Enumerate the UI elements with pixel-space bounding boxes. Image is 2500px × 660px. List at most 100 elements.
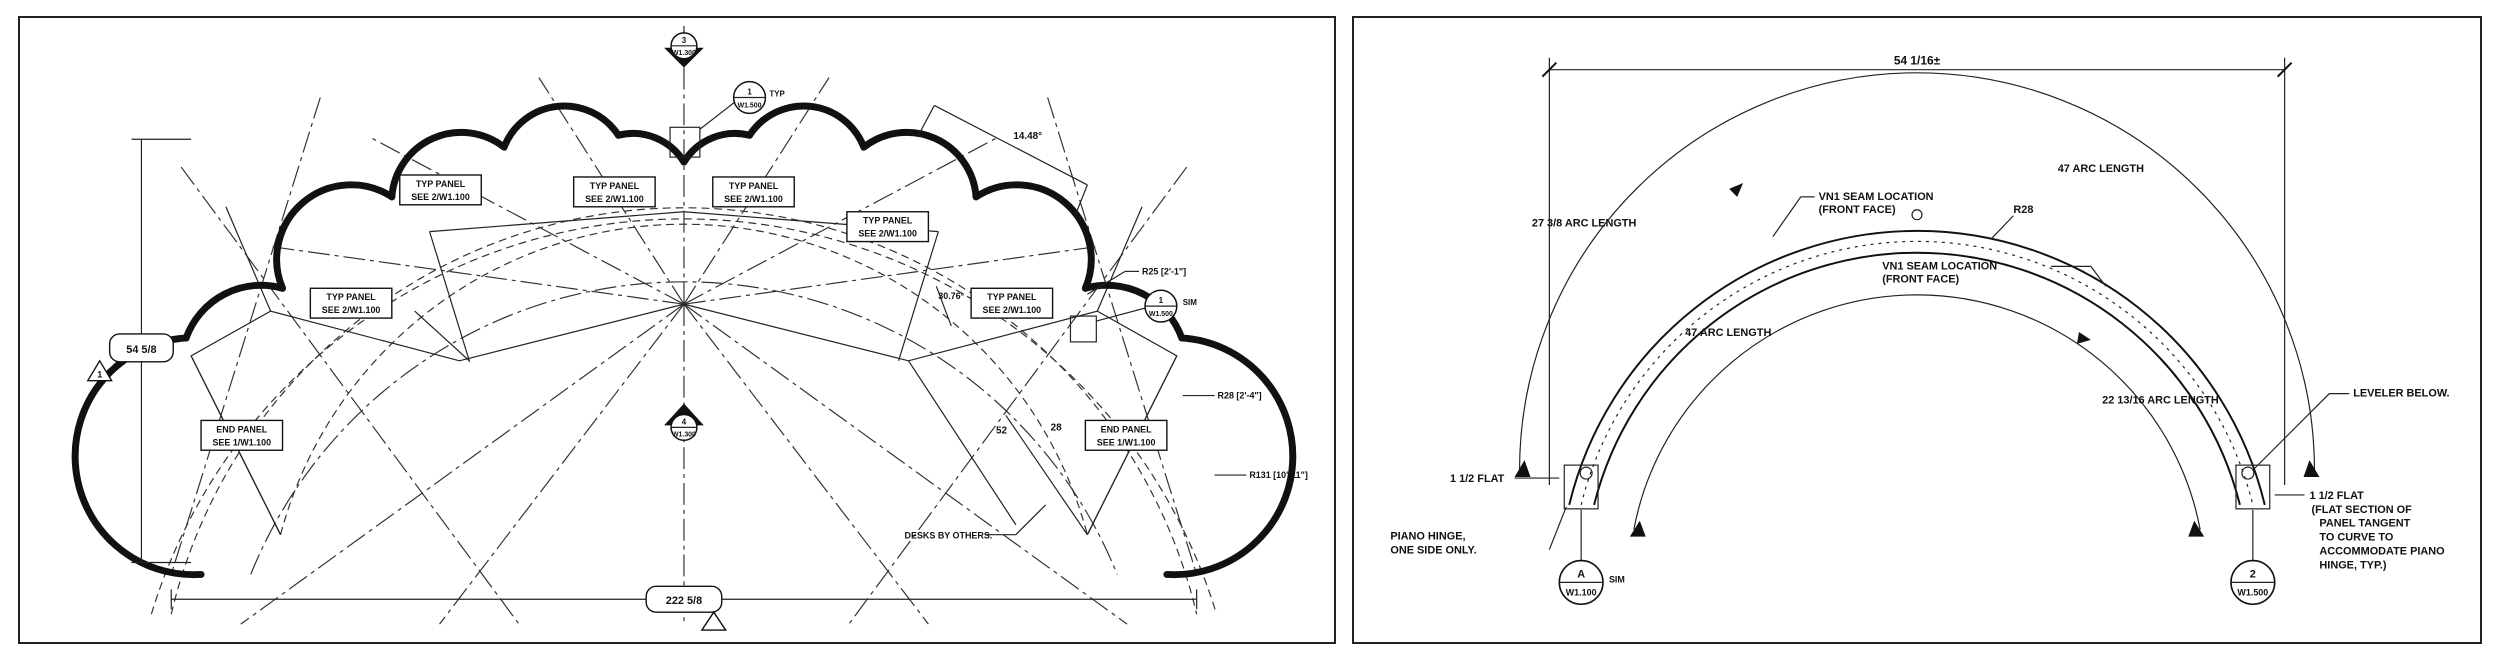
svg-text:PANEL TANGENT: PANEL TANGENT xyxy=(2319,518,2410,530)
svg-text:TYP PANEL: TYP PANEL xyxy=(326,292,376,302)
svg-text:VN1 SEAM LOCATION: VN1 SEAM LOCATION xyxy=(1819,191,1934,203)
svg-text:30.76°: 30.76° xyxy=(938,291,964,301)
svg-text:1 1/2 FLAT: 1 1/2 FLAT xyxy=(1450,473,1505,485)
scalloped-panels xyxy=(71,102,1297,579)
section-drawing: 54 1/16± 47 ARC LENGTH 27 3/8 ARC LENGTH… xyxy=(1390,54,2450,606)
dim-width-label: 222 5/8 xyxy=(666,595,702,607)
svg-text:1: 1 xyxy=(747,88,752,97)
svg-text:22 13/16 ARC LENGTH: 22 13/16 ARC LENGTH xyxy=(2102,395,2219,407)
inner-arc-dimension: 47 ARC LENGTH 22 13/16 ARC LENGTH xyxy=(1629,294,2219,537)
svg-text:SEE 2/W1.100: SEE 2/W1.100 xyxy=(724,194,783,204)
svg-text:2: 2 xyxy=(2250,568,2256,580)
svg-text:TYP PANEL: TYP PANEL xyxy=(590,181,640,191)
panel-label-4: TYP PANEL SEE 2/W1.100 xyxy=(846,211,930,243)
end-panel-label-left: END PANEL SEE 1/W1.100 xyxy=(200,419,284,451)
seam-callout-mid: VN1 SEAM LOCATION (FRONT FACE) xyxy=(1882,260,2107,287)
svg-text:4: 4 xyxy=(682,417,687,426)
flat-label-right: 1 1/2 FLAT (FLAT SECTION OF PANEL TANGEN… xyxy=(2274,490,2445,571)
svg-text:1: 1 xyxy=(1159,296,1164,305)
end-panel-label-right: END PANEL SEE 1/W1.100 xyxy=(1084,419,1168,451)
svg-text:PIANO HINGE,: PIANO HINGE, xyxy=(1390,531,1465,543)
panel-label-6: TYP PANEL SEE 2/W1.100 xyxy=(970,287,1054,319)
svg-text:SEE 1/W1.100: SEE 1/W1.100 xyxy=(212,437,271,447)
panel-label-3: TYP PANEL SEE 2/W1.100 xyxy=(712,176,795,208)
svg-text:SEE 2/W1.100: SEE 2/W1.100 xyxy=(322,305,381,315)
section-marker-top: 3 W1.300 xyxy=(664,25,704,68)
desk-depth-dimensions: 52 28 xyxy=(908,360,1088,536)
svg-text:52: 52 xyxy=(996,425,1008,436)
svg-text:14.48°: 14.48° xyxy=(1013,131,1042,142)
svg-text:DESKS BY OTHERS.: DESKS BY OTHERS. xyxy=(905,531,993,541)
panel-label-1: TYP PANEL SEE 2/W1.100 xyxy=(399,174,482,206)
svg-text:R28: R28 xyxy=(2013,204,2033,216)
svg-text:SEE 2/W1.100: SEE 2/W1.100 xyxy=(411,192,470,202)
angle-dimension-top: 14.48° xyxy=(917,104,1088,215)
seam-callout-top: VN1 SEAM LOCATION (FRONT FACE) R28 xyxy=(1772,191,2033,239)
svg-text:W1.300: W1.300 xyxy=(672,431,696,438)
panel-label-2: TYP PANEL SEE 2/W1.100 xyxy=(572,176,656,208)
overall-span-dimension: 54 1/16± xyxy=(1541,54,2293,486)
svg-text:TYP PANEL: TYP PANEL xyxy=(863,216,913,226)
svg-text:R131 [10'-11"]: R131 [10'-11"] xyxy=(1249,470,1308,480)
svg-text:TYP: TYP xyxy=(769,89,785,98)
svg-text:54 1/16±: 54 1/16± xyxy=(1894,54,1941,68)
dim-height-label: 54 5/8 xyxy=(126,344,156,356)
svg-text:(FRONT FACE): (FRONT FACE) xyxy=(1882,273,1959,285)
detail-marker-a: A W1.100 SIM xyxy=(1558,509,1625,606)
desks-by-others-note: DESKS BY OTHERS. xyxy=(905,504,1047,541)
svg-text:R25 [2'-1"]: R25 [2'-1"] xyxy=(1142,266,1186,276)
svg-text:END PANEL: END PANEL xyxy=(1101,424,1153,434)
leveler-note: LEVELER BELOW. xyxy=(2254,388,2450,469)
detail-callout-right: 1 W1.500 SIM xyxy=(1069,289,1197,343)
radial-construction-lines xyxy=(170,47,1198,625)
panel-label-5: TYP PANEL SEE 2/W1.100 xyxy=(309,287,393,319)
svg-text:1 1/2 FLAT: 1 1/2 FLAT xyxy=(2309,490,2364,502)
svg-text:W1.500: W1.500 xyxy=(738,102,762,109)
svg-text:47 ARC LENGTH: 47 ARC LENGTH xyxy=(1685,327,1771,339)
angle-dimension-side: 30.76° xyxy=(935,286,965,327)
curved-truss-panel xyxy=(1563,209,2271,510)
svg-text:TO CURVE TO: TO CURVE TO xyxy=(2319,532,2393,544)
overall-height-dimension: 54 5/8 xyxy=(108,138,192,564)
svg-text:SIM: SIM xyxy=(1609,574,1625,584)
flat-label-left: 1 1/2 FLAT xyxy=(1450,473,1560,485)
svg-text:W1.100: W1.100 xyxy=(1566,587,1597,597)
svg-text:A: A xyxy=(1577,568,1585,580)
svg-text:TYP PANEL: TYP PANEL xyxy=(416,179,466,189)
plan-view-sheet: 54 5/8 1 222 5/8 3 W1.300 4 W1.300 1 W1.… xyxy=(18,16,1336,644)
svg-text:1: 1 xyxy=(97,370,102,380)
svg-text:END PANEL: END PANEL xyxy=(216,424,268,434)
svg-text:SEE 2/W1.100: SEE 2/W1.100 xyxy=(983,305,1042,315)
svg-text:TYP PANEL: TYP PANEL xyxy=(987,292,1037,302)
svg-text:ONE SIDE ONLY.: ONE SIDE ONLY. xyxy=(1390,545,1476,557)
svg-text:SEE 2/W1.100: SEE 2/W1.100 xyxy=(585,194,644,204)
svg-text:W1.500: W1.500 xyxy=(1149,311,1173,318)
radius-labels: R25 [2'-1"] R28 [2'-4"] R131 [10'-11"] xyxy=(1087,266,1308,480)
svg-text:ACCOMMODATE PIANO: ACCOMMODATE PIANO xyxy=(2319,546,2445,558)
svg-text:28: 28 xyxy=(1051,422,1063,433)
svg-text:W1.300: W1.300 xyxy=(672,50,696,57)
section-marker-mid: 4 W1.300 xyxy=(664,403,704,442)
svg-text:VN1 SEAM LOCATION: VN1 SEAM LOCATION xyxy=(1882,260,1997,272)
svg-text:TYP PANEL: TYP PANEL xyxy=(729,181,779,191)
detail-callout-top: 1 W1.500 TYP xyxy=(669,80,786,158)
svg-text:SEE 1/W1.100: SEE 1/W1.100 xyxy=(1097,437,1156,447)
svg-text:HINGE, TYP.): HINGE, TYP.) xyxy=(2319,559,2386,571)
overall-width-dimension: 222 5/8 xyxy=(170,585,1198,631)
plan-drawing: 54 5/8 1 222 5/8 3 W1.300 4 W1.300 1 W1.… xyxy=(71,25,1308,631)
section-view-sheet: 54 1/16± 47 ARC LENGTH 27 3/8 ARC LENGTH… xyxy=(1352,16,2482,644)
svg-text:R28 [2'-4"]: R28 [2'-4"] xyxy=(1218,391,1262,401)
svg-text:W1.500: W1.500 xyxy=(2237,587,2268,597)
detail-marker-2: 2 W1.500 xyxy=(2230,509,2276,606)
svg-text:3: 3 xyxy=(682,36,687,45)
svg-text:LEVELER BELOW.: LEVELER BELOW. xyxy=(2353,388,2449,400)
outer-arc-dimension: 47 ARC LENGTH 27 3/8 ARC LENGTH xyxy=(1514,72,2320,478)
piano-hinge-note: PIANO HINGE, ONE SIDE ONLY. xyxy=(1390,506,1567,557)
revision-triangle: 1 xyxy=(86,359,113,382)
svg-text:SIM: SIM xyxy=(1183,298,1197,307)
svg-text:47 ARC LENGTH: 47 ARC LENGTH xyxy=(2058,163,2144,175)
svg-text:(FRONT FACE): (FRONT FACE) xyxy=(1819,204,1896,216)
svg-text:27 3/8 ARC LENGTH: 27 3/8 ARC LENGTH xyxy=(1532,218,1637,230)
reference-arcs xyxy=(150,207,1218,615)
svg-text:SEE 2/W1.100: SEE 2/W1.100 xyxy=(858,229,917,239)
